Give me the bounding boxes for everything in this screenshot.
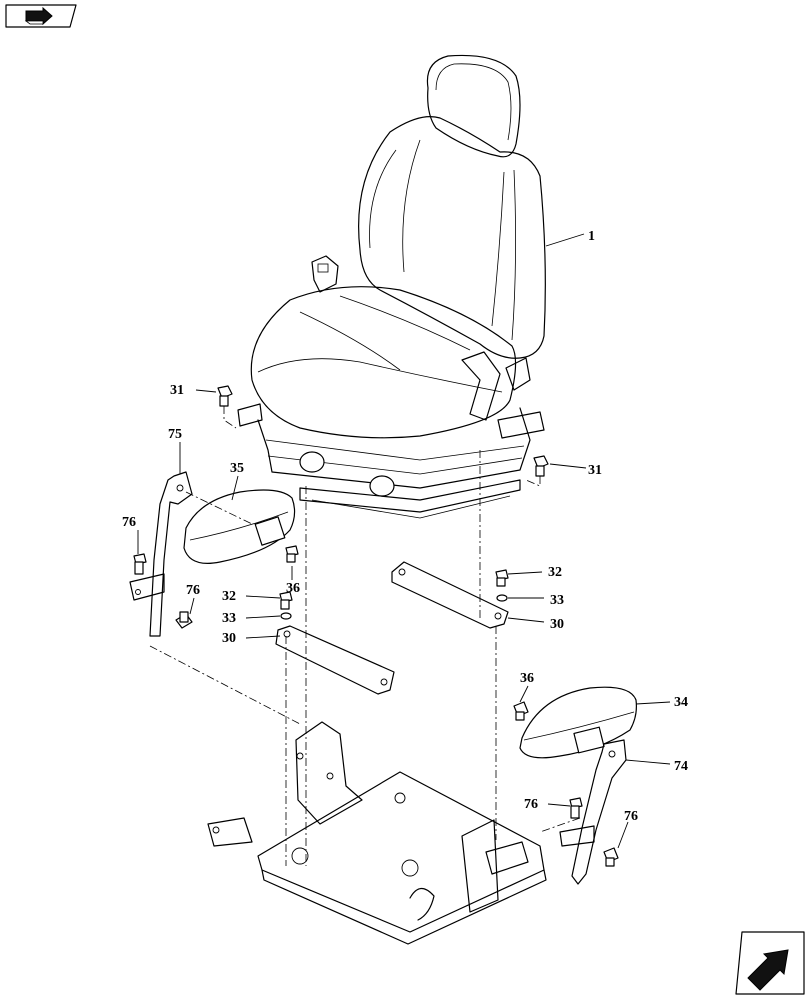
- right-mounting-plate: [391, 561, 509, 629]
- callout-74: 74: [674, 759, 688, 774]
- assembly-center-lines: [149, 406, 581, 866]
- bolt-31-left: [217, 385, 233, 407]
- right-armrest: [519, 686, 637, 759]
- bolt-32-right: [495, 569, 509, 587]
- callout-35: 35: [230, 461, 244, 476]
- bolt-36-left: [285, 545, 299, 563]
- callout-36-right: 36: [520, 671, 534, 686]
- next-page-arrow-icon[interactable]: [735, 931, 805, 995]
- seat-base-frame: [207, 721, 547, 945]
- bolt-76-a: [133, 553, 147, 575]
- previous-page-arrow-icon[interactable]: [5, 4, 77, 28]
- callout-labels: 1 31 31 75 35 76 76 36 32 33 30 32 33 30…: [122, 229, 688, 824]
- callout-75: 75: [168, 427, 182, 442]
- left-armrest-bracket: [129, 471, 193, 637]
- callout-76-upper-left: 76: [122, 515, 136, 530]
- seat-assembly: [237, 54, 546, 519]
- callout-76-lower-left: 76: [186, 583, 200, 598]
- callout-1: 1: [588, 229, 595, 244]
- callout-76-far-right: 76: [624, 809, 638, 824]
- callout-31-left: 31: [170, 383, 184, 398]
- washer-33-left: [280, 612, 292, 620]
- bolt-32-left: [279, 591, 293, 610]
- bolt-76-d: [603, 847, 619, 867]
- callout-32-right: 32: [548, 565, 562, 580]
- right-armrest-bracket: [559, 739, 627, 885]
- bolt-31-right: [533, 455, 549, 477]
- callout-33-right: 33: [550, 593, 564, 608]
- callout-36-left: 36: [286, 581, 300, 596]
- left-mounting-plate: [275, 625, 395, 695]
- callout-32-left: 32: [222, 589, 236, 604]
- bolt-76-b: [175, 611, 193, 629]
- leader-lines: [137, 233, 671, 849]
- washer-33-right: [496, 594, 508, 602]
- callout-33-left: 33: [222, 611, 236, 626]
- bolt-76-c: [569, 797, 583, 819]
- bolt-36-right: [513, 701, 529, 721]
- callout-30-left: 30: [222, 631, 236, 646]
- left-armrest: [183, 489, 296, 564]
- callout-31-right: 31: [588, 463, 602, 478]
- callout-30-right: 30: [550, 617, 564, 632]
- callout-34: 34: [674, 695, 688, 710]
- callout-76-lower-right: 76: [524, 797, 538, 812]
